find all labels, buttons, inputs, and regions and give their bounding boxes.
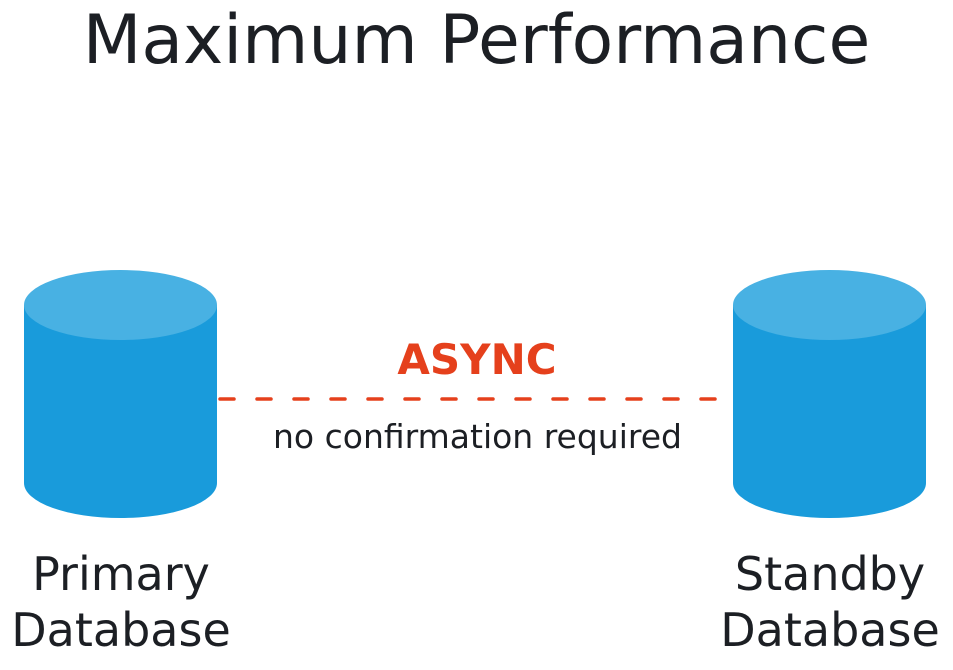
standby-database-body — [733, 305, 926, 518]
primary-database-label-line2: Database — [11, 603, 231, 657]
standby-database-icon — [733, 270, 926, 518]
standby-database-label-line1: Standby — [734, 547, 926, 601]
standby-database-label-line2: Database — [720, 603, 940, 657]
connection-description: no confirmation required — [273, 417, 682, 456]
primary-database-body — [24, 305, 217, 518]
primary-database-label: Primary Database — [0, 546, 251, 658]
connection-mode-label: ASYNC — [397, 335, 557, 384]
primary-database-icon — [24, 270, 217, 518]
primary-database-label-line1: Primary — [32, 547, 210, 601]
standby-database-top — [733, 270, 926, 340]
standby-database-label: Standby Database — [700, 546, 953, 658]
primary-database-top — [24, 270, 217, 340]
diagram-title: Maximum Performance — [82, 1, 871, 80]
